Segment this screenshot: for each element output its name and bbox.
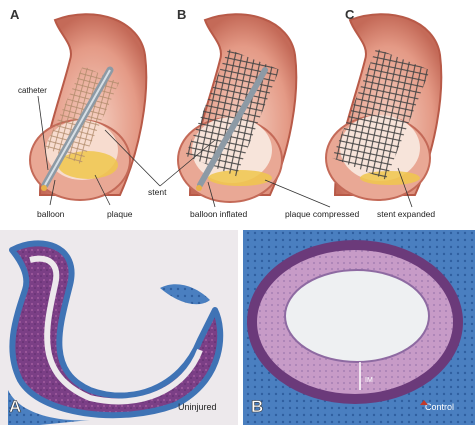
histology-left-letter: A — [9, 397, 21, 416]
histology-right-caption: Control — [425, 402, 454, 412]
histology-panel-left: A Uninjured — [0, 230, 238, 425]
histology-left-caption: Uninjured — [178, 402, 217, 412]
label-balloon-inflated: balloon inflated — [190, 209, 247, 219]
plaque-b — [208, 170, 272, 186]
label-stent-expanded: stent expanded — [377, 209, 435, 219]
panel-c — [326, 14, 441, 200]
catheter-tip-a — [41, 185, 47, 191]
panel-letter-a: A — [10, 7, 20, 22]
label-balloon: balloon — [37, 209, 65, 219]
histology-panels: A Uninjured IM B Control — [0, 230, 475, 425]
panel-b — [178, 14, 296, 202]
control-vessel-lumen — [285, 270, 429, 362]
intima-marker-label: IM — [365, 377, 373, 384]
label-plaque: plaque — [107, 209, 133, 219]
label-plaque-compressed: plaque compressed — [285, 209, 359, 219]
plaque-c — [360, 171, 420, 185]
panel-letter-b: B — [177, 7, 186, 22]
histology-panel-right: IM B Control — [243, 230, 475, 425]
label-stent: stent — [148, 187, 167, 197]
panel-letter-c: C — [345, 7, 355, 22]
histology-right-letter: B — [251, 397, 263, 416]
catheter-tip-b — [196, 185, 202, 191]
panel-a — [30, 14, 146, 200]
label-catheter: catheter — [18, 86, 47, 95]
stent-procedure-diagram: A B C catheter balloon plaque stent ball… — [0, 0, 475, 226]
